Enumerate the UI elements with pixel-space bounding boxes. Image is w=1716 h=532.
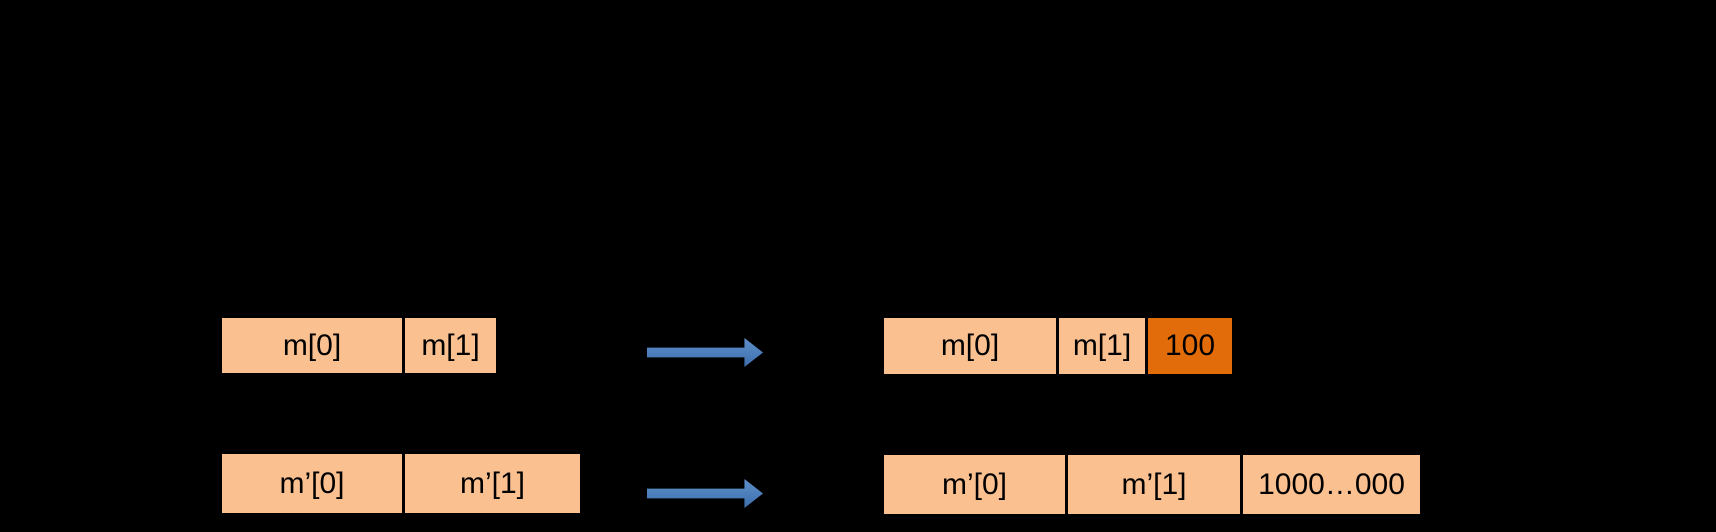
message-mprime-padded-bar: m’[0] m’[1] 1000…000 — [884, 455, 1420, 514]
right-arrow-icon — [647, 479, 763, 508]
block-padding-100: 100 — [1148, 318, 1232, 374]
block-m0-padded: m[0] — [884, 318, 1056, 374]
block-padding-1000-000: 1000…000 — [1243, 455, 1420, 514]
message-m-original-bar: m[0] m[1] — [222, 318, 496, 373]
block-mprime0-padded: m’[0] — [884, 455, 1065, 514]
block-mprime1-original: m’[1] — [405, 454, 580, 513]
block-m1-original: m[1] — [405, 318, 496, 373]
message-m-padded-bar: m[0] m[1] 100 — [884, 318, 1232, 374]
block-mprime0-original: m’[0] — [222, 454, 402, 513]
message-mprime-original-bar: m’[0] m’[1] — [222, 454, 580, 513]
block-mprime1-padded: m’[1] — [1068, 455, 1240, 514]
block-m1-padded: m[1] — [1059, 318, 1145, 374]
right-arrow-icon — [647, 338, 763, 367]
block-m0-original: m[0] — [222, 318, 402, 373]
